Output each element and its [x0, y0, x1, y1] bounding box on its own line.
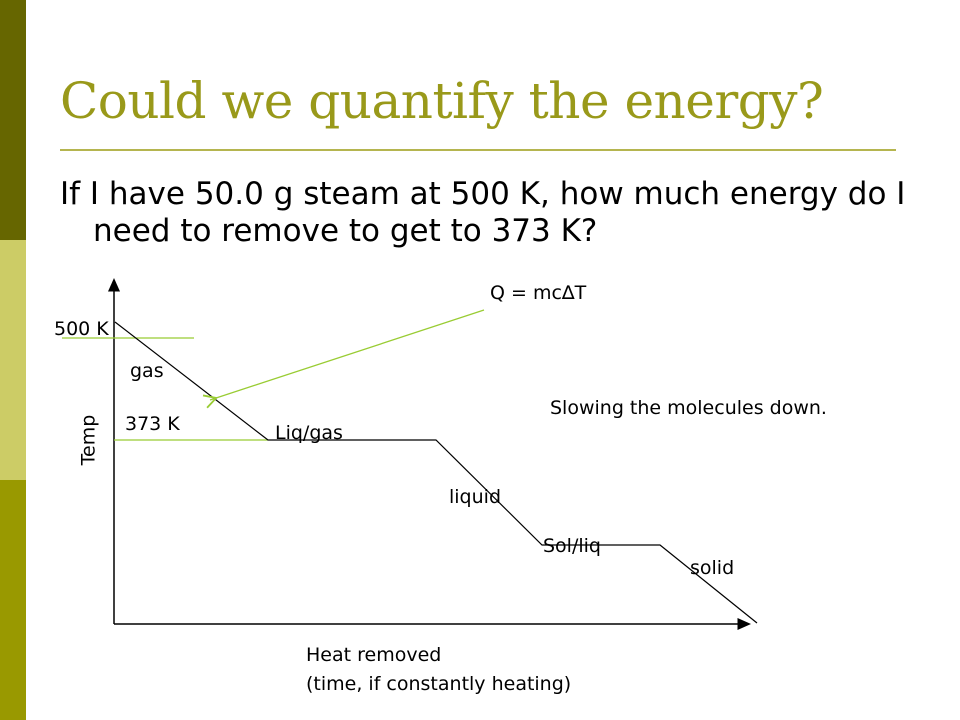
note-text: Slowing the molecules down.: [550, 397, 827, 419]
label-liquid: liquid: [449, 486, 501, 508]
sidebar-band-middle: [0, 240, 26, 480]
label-500k: 500 K: [54, 318, 109, 340]
question-text: If I have 50.0 g steam at 500 K, how muc…: [60, 176, 906, 249]
equation-pointer-arrow: [210, 309, 485, 400]
sidebar-band-top: [0, 0, 26, 240]
label-gas: gas: [130, 360, 164, 382]
sidebar-band-bottom: [0, 480, 26, 720]
label-liq-gas: Liq/gas: [275, 422, 343, 444]
title-divider: [60, 149, 896, 151]
cooling-curve: [114, 321, 758, 624]
y-axis-label: Temp: [77, 414, 100, 466]
label-373k: 373 K: [125, 413, 180, 435]
slide-title: Could we quantify the energy?: [60, 72, 824, 130]
equation-label: Q = mc∆T: [490, 282, 587, 304]
x-axis-label-line2: (time, if constantly heating): [306, 673, 572, 695]
label-sol-liq: Sol/liq: [543, 535, 601, 557]
label-solid: solid: [690, 557, 735, 579]
x-axis-label-line1: Heat removed: [306, 644, 442, 666]
